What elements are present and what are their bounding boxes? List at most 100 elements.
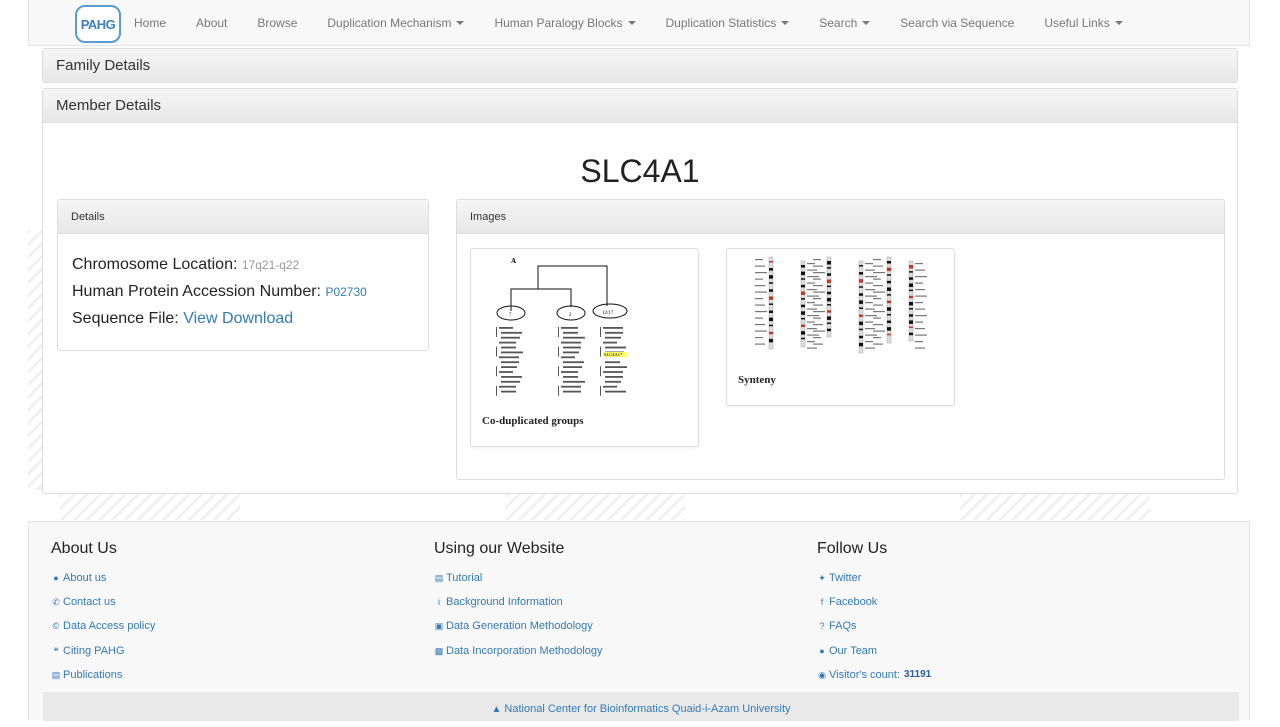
chromosome-band xyxy=(801,291,805,295)
family-details-panel[interactable]: Family Details xyxy=(42,48,1238,83)
synteny-thumbnail[interactable]: Synteny xyxy=(726,248,955,406)
chromosome-band xyxy=(859,279,863,283)
citing-pahg-link[interactable]: ❝Citing PAHG xyxy=(51,639,155,663)
chromosome-band xyxy=(909,289,913,292)
gene-tick-label xyxy=(807,302,815,304)
twitter-link[interactable]: ✦Twitter xyxy=(817,566,931,590)
gene-tick-label xyxy=(813,265,823,267)
images-panel: Images A 7 2 12/17 SLC4A1* Co-duplicat xyxy=(456,199,1225,480)
contact-us-link[interactable]: ✆Contact us xyxy=(51,590,155,614)
gene-tick-label xyxy=(807,276,819,278)
gene-tick-label xyxy=(755,311,767,313)
gene-tick-label xyxy=(873,324,883,326)
gene-tick-label xyxy=(755,272,767,274)
nav-useful-links-dropdown[interactable]: Useful Links xyxy=(1029,16,1137,30)
quote-icon: ❝ xyxy=(53,645,59,656)
gene-tick-label xyxy=(873,317,881,319)
tree-node-label: 2 xyxy=(569,313,572,318)
our-team-link[interactable]: ●Our Team xyxy=(817,639,931,663)
gene-tick-label xyxy=(865,276,877,278)
gene-tick-label xyxy=(807,308,817,310)
nav-browse[interactable]: Browse xyxy=(257,16,298,30)
gene-tick-label xyxy=(865,289,875,291)
images-heading: Images xyxy=(457,200,1224,234)
chromosome-band xyxy=(769,282,773,284)
gene-list-line xyxy=(501,380,520,383)
gene-tick-label xyxy=(807,282,815,284)
gene-tick-label xyxy=(915,341,923,343)
nav-about[interactable]: About xyxy=(196,16,228,30)
tutorial-link[interactable]: ▤Tutorial xyxy=(434,566,603,590)
thumbnail-caption: Co-duplicated groups xyxy=(482,415,584,427)
chromosome-band xyxy=(801,284,805,288)
globe-icon: ◉ xyxy=(818,669,826,680)
top-navbar: PAHG Home About Browse Duplication Mecha… xyxy=(28,0,1250,46)
chromosome-band xyxy=(769,331,773,335)
gene-tick-label xyxy=(755,291,767,293)
gene-list-line xyxy=(605,366,627,368)
bracket-mark xyxy=(558,346,559,357)
member-details-heading[interactable]: Member Details xyxy=(43,89,1237,123)
institution-link[interactable]: National Center for Bioinformatics Quaid… xyxy=(504,703,791,715)
gene-tick-label xyxy=(813,291,825,293)
gene-tick-label xyxy=(873,285,883,287)
nav-home[interactable]: Home xyxy=(134,16,167,30)
gene-tick-label xyxy=(807,263,815,265)
tree-node-label: 7 xyxy=(509,313,512,318)
nav-human-paralogy-blocks-dropdown[interactable]: Human Paralogy Blocks xyxy=(479,16,650,30)
caret-down-icon xyxy=(456,21,465,25)
chromosome-band xyxy=(887,261,891,264)
chromosome-bar xyxy=(800,260,806,348)
footer-website-title: Using our Website xyxy=(434,540,565,557)
gene-tick-label xyxy=(755,298,763,300)
nav-duplication-statistics-dropdown[interactable]: Duplication Statistics xyxy=(651,16,805,30)
gene-tick-label xyxy=(915,276,927,278)
accession-link[interactable]: P02730 xyxy=(325,285,367,299)
nav-search-dropdown[interactable]: Search xyxy=(804,16,885,30)
gene-tick-label xyxy=(915,334,927,336)
gene-tick-label xyxy=(807,328,817,330)
chromosome-band xyxy=(827,261,831,265)
nav-search-via-sequence[interactable]: Search via Sequence xyxy=(900,16,1015,30)
gene-list-lines xyxy=(496,327,627,396)
chromosome-band xyxy=(887,280,891,284)
data-incorporation-methodology-link[interactable]: ▩Data Incorporation Methodology xyxy=(434,639,603,663)
users-icon: ● xyxy=(819,645,825,656)
chromosome-band xyxy=(859,286,863,288)
chromosome-band xyxy=(827,316,831,320)
gene-tick-label xyxy=(915,263,923,265)
family-details-heading[interactable]: Family Details xyxy=(43,49,1237,82)
chromosome-band xyxy=(801,265,805,268)
gene-title: SLC4A1 xyxy=(580,153,700,189)
sequence-file: Sequence File: View Download xyxy=(72,310,293,328)
bracket-mark xyxy=(496,385,497,396)
tree-node-label: 12/17 xyxy=(602,311,614,316)
brand-logo[interactable]: PAHG xyxy=(75,5,121,43)
view-download-link[interactable]: View Download xyxy=(183,310,294,327)
gene-list-line xyxy=(603,327,623,329)
chromosome-band xyxy=(909,320,913,324)
chromosome-band xyxy=(859,307,863,309)
publications-link[interactable]: ▤Publications xyxy=(51,663,155,687)
co-duplicated-groups-thumbnail[interactable]: A 7 2 12/17 SLC4A1* Co-duplicated groups xyxy=(470,248,699,447)
bracket-mark xyxy=(558,366,559,377)
chromosome-band xyxy=(859,335,863,339)
data-generation-methodology-link[interactable]: ▣Data Generation Methodology xyxy=(434,614,603,638)
gene-tick-label xyxy=(813,330,825,332)
chromosome-band xyxy=(801,337,805,340)
data-access-policy-link[interactable]: ©Data Access policy xyxy=(51,614,156,638)
gene-tick-label xyxy=(755,265,765,267)
gene-tick-label xyxy=(873,298,881,300)
gene-tick-label xyxy=(915,289,925,291)
gene-list-line xyxy=(603,385,617,388)
gene-tick-label xyxy=(865,347,875,349)
faqs-link[interactable]: ?FAQs xyxy=(817,614,931,638)
bracket-mark xyxy=(600,366,601,377)
about-us-link[interactable]: ●About us xyxy=(51,566,155,590)
background-watermark xyxy=(505,494,685,520)
nav-duplication-mechanism-dropdown[interactable]: Duplication Mechanism xyxy=(312,16,479,30)
gene-tick-label xyxy=(807,289,817,291)
